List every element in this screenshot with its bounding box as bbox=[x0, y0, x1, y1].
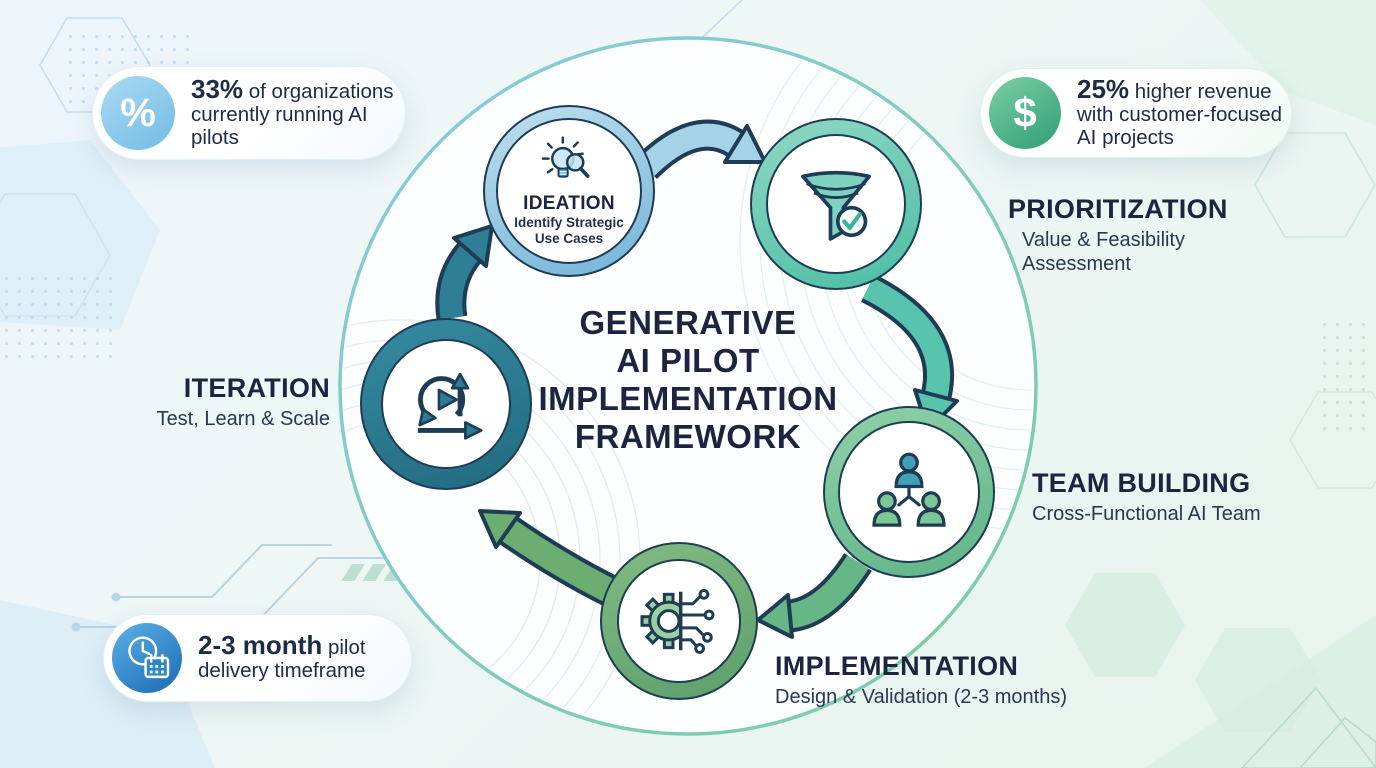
stage-node-team-building bbox=[823, 406, 995, 578]
stage-subtitle: Cross-Functional AI Team bbox=[1032, 503, 1261, 525]
label-implementation: IMPLEMENTATION Design & Validation (2-3 … bbox=[775, 651, 1067, 709]
label-team-building: TEAM BUILDING Cross-Functional AI Team bbox=[1032, 468, 1261, 526]
title-line: FRAMEWORK bbox=[574, 418, 802, 455]
stat-value: 25% bbox=[1077, 73, 1130, 104]
dot-grid bbox=[1318, 318, 1370, 436]
stage-ring bbox=[600, 542, 758, 700]
lightbulb-magnifier-icon bbox=[541, 136, 590, 178]
dollar-glyph: $ bbox=[1013, 89, 1037, 136]
stage-node-iteration bbox=[360, 318, 532, 490]
stage-name: IMPLEMENTATION bbox=[775, 651, 1019, 681]
label-prioritization: PRIORITIZATION Value & Feasibility Asses… bbox=[1008, 194, 1228, 276]
title-line: IMPLEMENTATION bbox=[538, 380, 838, 417]
stage-ring bbox=[750, 118, 922, 290]
stat-callout-ai-pilots: % 33%of organizations currently running … bbox=[92, 66, 406, 160]
stage-subtitle: Value & Feasibility Assessment bbox=[1022, 229, 1186, 275]
team-hierarchy-icon bbox=[872, 452, 946, 527]
arrow-iteration-to-ideation bbox=[435, 224, 494, 321]
stage-node-ideation: IDEATION Identify Strategic Use Cases bbox=[483, 105, 655, 277]
percent-glyph: % bbox=[120, 90, 156, 135]
funnel-check-icon bbox=[801, 170, 871, 241]
clock-calendar-icon bbox=[112, 623, 182, 693]
arrow-implementation-to-iteration bbox=[478, 509, 620, 607]
stage-subtitle: Identify Strategic Use Cases bbox=[514, 215, 624, 246]
stage-node-implementation bbox=[600, 542, 758, 700]
label-iteration: ITERATION Test, Learn & Scale bbox=[70, 373, 330, 431]
stat-description: of organizations currently running AI pi… bbox=[191, 79, 394, 149]
stage-name: IDEATION bbox=[523, 193, 615, 214]
diagram-title: GENERATIVE AI PILOT IMPLEMENTATION FRAME… bbox=[478, 304, 898, 456]
agile-loop-icon bbox=[417, 372, 483, 440]
stage-name: ITERATION bbox=[183, 373, 330, 403]
arrow-ideation-to-prioritization bbox=[635, 119, 767, 180]
stat-description: pilot delivery timeframe bbox=[198, 636, 366, 682]
gear-circuit-icon bbox=[640, 588, 715, 654]
arrow-team-building-to-implementation bbox=[756, 552, 872, 639]
stat-value: 33% bbox=[191, 73, 244, 104]
dollar-icon: $ bbox=[989, 77, 1061, 149]
stage-subtitle: Test, Learn & Scale bbox=[156, 408, 330, 430]
percent-icon: % bbox=[101, 76, 175, 150]
stat-description: higher revenue with customer-focused AI … bbox=[1077, 79, 1283, 149]
stat-callout-revenue: $ 25%higher revenue with customer-focuse… bbox=[980, 68, 1292, 158]
stage-name: PRIORITIZATION bbox=[1008, 194, 1228, 224]
stat-text: 25%higher revenue with customer-focused … bbox=[1077, 76, 1291, 149]
title-line: GENERATIVE bbox=[579, 304, 797, 341]
stage-ring: IDEATION Identify Strategic Use Cases bbox=[483, 105, 655, 277]
stage-subtitle: Design & Validation (2-3 months) bbox=[775, 686, 1067, 708]
stat-value: 2-3 month bbox=[198, 630, 323, 660]
dot-grid bbox=[0, 272, 112, 364]
stage-ring bbox=[823, 406, 995, 578]
title-line: AI PILOT bbox=[616, 342, 760, 379]
stage-name: TEAM BUILDING bbox=[1032, 468, 1251, 498]
stat-text: 33%of organizations currently running AI… bbox=[191, 76, 405, 149]
stage-ring bbox=[360, 318, 532, 490]
stage-node-prioritization bbox=[750, 118, 922, 290]
